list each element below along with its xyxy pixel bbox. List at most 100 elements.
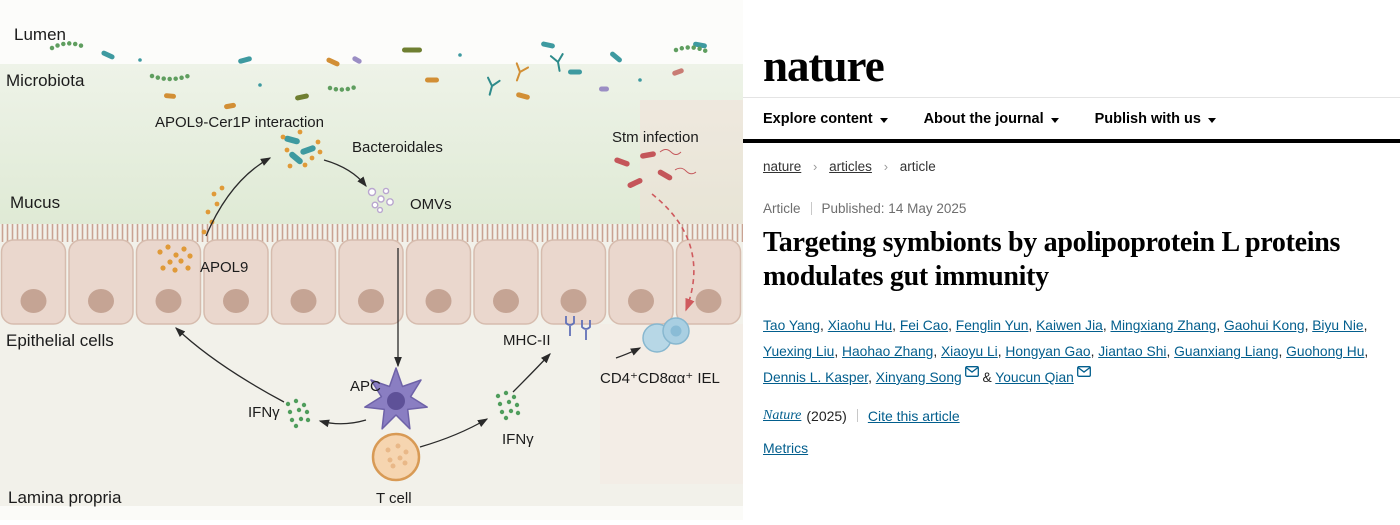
chevron-down-icon (879, 117, 888, 123)
page-title: Targeting symbionts by apolipoprotein L … (763, 227, 1341, 293)
arrow-stm-infection (651, 193, 695, 312)
site-header: nature (743, 0, 1400, 98)
article-meta: Article Published: 14 May 2025 (763, 201, 1380, 216)
published-date: Published: 14 May 2025 (821, 201, 967, 216)
label-apc: APC (350, 378, 381, 395)
label-ifng-left: IFNγ (248, 404, 280, 421)
author-link[interactable]: Xinyang Song (875, 369, 962, 385)
author-link[interactable]: Fei Cao (899, 318, 949, 334)
nav-publish-with-us[interactable]: Publish with us (1095, 111, 1216, 127)
article-panel: nature Explore content About the journal… (743, 0, 1400, 520)
author-link[interactable]: Gaohui Kong (1224, 318, 1305, 334)
author-separator: , (1364, 344, 1369, 359)
label-mhc2: MHC-II (503, 332, 551, 349)
author-separator: , (1216, 318, 1225, 334)
author-link[interactable]: Guanxiang Liang (1174, 344, 1279, 359)
author-separator: , (868, 369, 876, 385)
chevron-down-icon (1050, 117, 1059, 123)
author-link[interactable]: Youcun Qian (995, 369, 1074, 385)
pathway-arrows (175, 157, 642, 448)
stm-bacteria (614, 149, 697, 188)
nature-logo[interactable]: nature (763, 41, 885, 91)
label-tcell: T cell (376, 490, 412, 507)
article-type-label: Article (763, 201, 801, 216)
author-separator: , (997, 344, 1006, 359)
breadcrumb-chevron-icon: › (883, 159, 889, 174)
label-apol9-cer1p: APOL9-Cer1P interaction (155, 114, 324, 131)
nav-label: About the journal (923, 111, 1044, 127)
metrics-link[interactable]: Metrics (763, 439, 809, 456)
apol9-dots (157, 185, 225, 273)
author-link[interactable]: Xiaohu Hu (827, 318, 893, 334)
metrics-row: Metrics (763, 440, 1380, 456)
nav-label: Explore content (763, 111, 873, 127)
journal-name-link[interactable]: Nature (763, 407, 802, 423)
author-separator: , (1166, 344, 1175, 359)
nav-label: Publish with us (1094, 111, 1201, 127)
author-link[interactable]: Xiaoyu Li (940, 344, 998, 359)
arrow-bacteroidales-to-omvs (323, 159, 367, 188)
site-nav: Explore content About the journal Publis… (743, 98, 1400, 143)
author-link[interactable]: Dennis L. Kasper (763, 369, 869, 385)
author-link[interactable]: Biyu Nie (1312, 318, 1364, 334)
author-separator: , (892, 318, 900, 334)
t-cell (371, 432, 421, 482)
microbiota-bacteria-icons (49, 41, 711, 110)
author-link[interactable]: Kaiwen Jia (1036, 318, 1103, 334)
author-separator: , (1363, 318, 1368, 334)
chevron-down-icon (1207, 117, 1216, 123)
arrow-apc-to-ifng (318, 419, 367, 428)
author-separator: , (834, 344, 843, 359)
arrow-tcell-to-ifng (419, 418, 489, 448)
author-list: Tao Yang, Xiaohu Hu, Fei Cao, Fenglin Yu… (763, 313, 1380, 391)
author-separator: , (1028, 318, 1037, 334)
omv-vesicles (367, 187, 394, 214)
label-mucus: Mucus (10, 193, 60, 212)
author-link[interactable]: Haohao Zhang (842, 344, 934, 359)
author-separator: , (1102, 318, 1111, 334)
breadcrumb-nature[interactable]: nature (763, 159, 802, 174)
journal-year: (2025) (806, 407, 847, 424)
author-separator: , (1090, 344, 1099, 359)
label-omvs: OMVs (410, 196, 452, 213)
nav-about-journal[interactable]: About the journal (924, 111, 1059, 127)
bacteroidales-cluster (280, 129, 323, 169)
arrow-to-iel (615, 347, 642, 359)
nav-explore-content[interactable]: Explore content (763, 111, 888, 127)
meta-divider (810, 202, 812, 215)
email-icon[interactable] (964, 360, 979, 386)
figure-panel: Lumen Microbiota Mucus Epithelial cells … (0, 0, 743, 520)
ifng-dots-right (495, 390, 521, 421)
label-ifng-right: IFNγ (502, 431, 534, 448)
label-bacteroidales: Bacteroidales (352, 139, 443, 156)
arrow-ifng-to-epithelium (175, 327, 285, 403)
author-link[interactable]: Yuexing Liu (763, 344, 835, 359)
label-microbiota: Microbiota (6, 71, 85, 90)
gut-immunity-diagram: Lumen Microbiota Mucus Epithelial cells … (0, 0, 743, 520)
breadcrumb-articles[interactable]: articles (829, 159, 872, 174)
author-separator: , (820, 318, 828, 334)
author-link[interactable]: Tao Yang (763, 318, 821, 334)
author-link[interactable]: Fenglin Yun (955, 318, 1029, 334)
author-link[interactable]: Jiantao Shi (1098, 344, 1167, 359)
author-link[interactable]: Guohong Hu (1286, 344, 1365, 359)
label-lumen: Lumen (14, 25, 66, 44)
arrow-apol9-to-bacteroidales (205, 157, 272, 237)
author-separator: , (933, 344, 941, 359)
email-icon[interactable] (1076, 360, 1091, 386)
author-separator: , (1304, 318, 1313, 334)
author-separator: , (1278, 344, 1287, 359)
journal-citation-row: Nature (2025) Cite this article (763, 408, 1380, 424)
cite-this-article-link[interactable]: Cite this article (867, 407, 960, 424)
author-link[interactable]: Mingxiang Zhang (1110, 318, 1217, 334)
author-link[interactable]: Hongyan Gao (1005, 344, 1091, 359)
apc-cell (364, 367, 428, 430)
label-iel: CD4⁺CD8αα⁺ IEL (600, 370, 720, 387)
article-content: nature › articles › article Article Publ… (743, 143, 1400, 456)
iel-cell (642, 317, 690, 353)
label-stm-infection: Stm infection (612, 129, 699, 146)
arrow-ifng-to-mhc2 (512, 353, 551, 393)
breadcrumb-chevron-icon: › (813, 159, 818, 174)
citation-divider (856, 409, 858, 423)
ifng-dots-left (285, 398, 311, 429)
